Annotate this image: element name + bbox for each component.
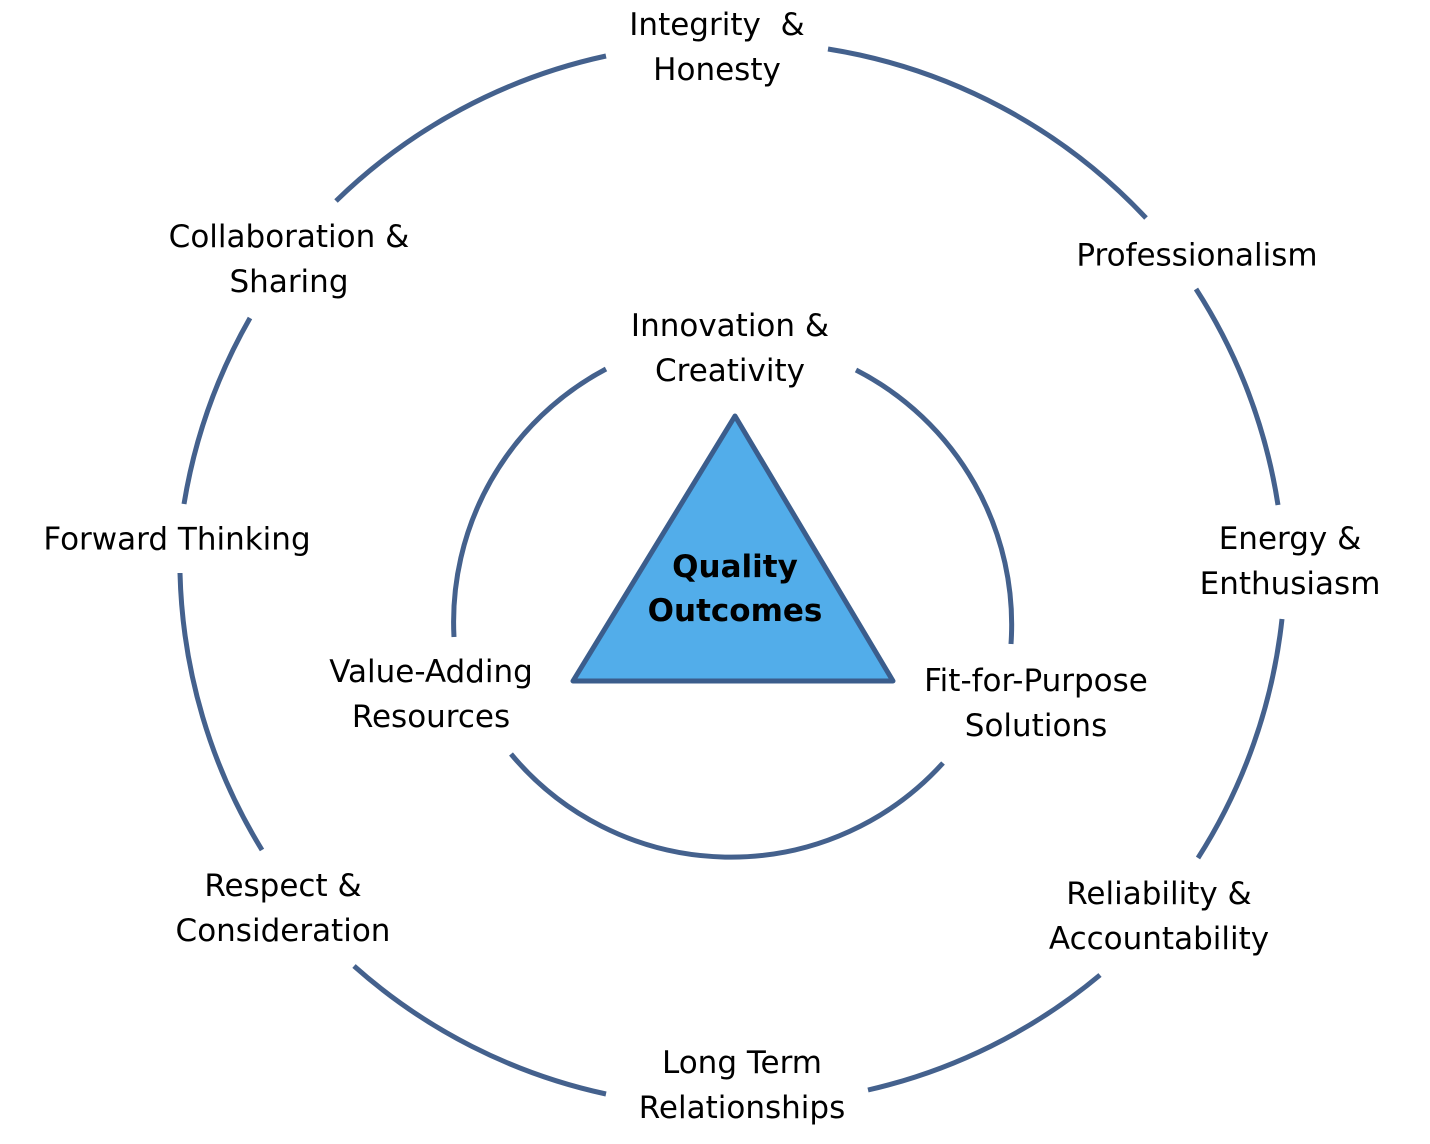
outer-ring-arc-forward-collaboration (181, 316, 253, 505)
value-label-long-term: Long Term Relationships (638, 1045, 846, 1126)
value-label-energy: Energy & Enthusiasm (1199, 521, 1381, 602)
value-label-value-adding: Value-Adding Resources (329, 654, 533, 735)
outer-ring-arc-longterm-respect (352, 964, 607, 1097)
inner-ring-arc-fit-value (509, 752, 945, 860)
center-label-quality-outcomes: Quality Outcomes (647, 549, 823, 629)
outer-ring-arc-energy-reliability (1195, 618, 1285, 860)
value-label-respect: Respect & Consideration (175, 868, 391, 949)
value-label-integrity: Integrity & Honesty (629, 7, 805, 88)
value-label-forward-thinking: Forward Thinking (43, 521, 311, 558)
value-label-professionalism: Professionalism (1076, 237, 1318, 274)
inner-ring-arc-innovation-fit (854, 367, 1015, 645)
outer-ring-arc-reliability-longterm (867, 973, 1102, 1093)
outer-ring-arc-integrity-professionalism (827, 46, 1148, 220)
inner-ring-arc-value-innovation (451, 366, 608, 638)
value-label-fit-for-purpose: Fit-for-Purpose Solutions (924, 663, 1148, 744)
value-label-collaboration: Collaboration & Sharing (168, 219, 410, 300)
value-label-innovation: Innovation & Creativity (630, 308, 830, 389)
outer-ring-arc-collaboration-integrity (334, 53, 607, 203)
outer-ring-arc-respect-forward (177, 572, 265, 852)
quality-outcomes-triangle (570, 413, 896, 684)
value-label-reliability: Reliability & Accountability (1048, 876, 1270, 957)
outer-ring-arc-professionalism-energy (1193, 287, 1281, 506)
